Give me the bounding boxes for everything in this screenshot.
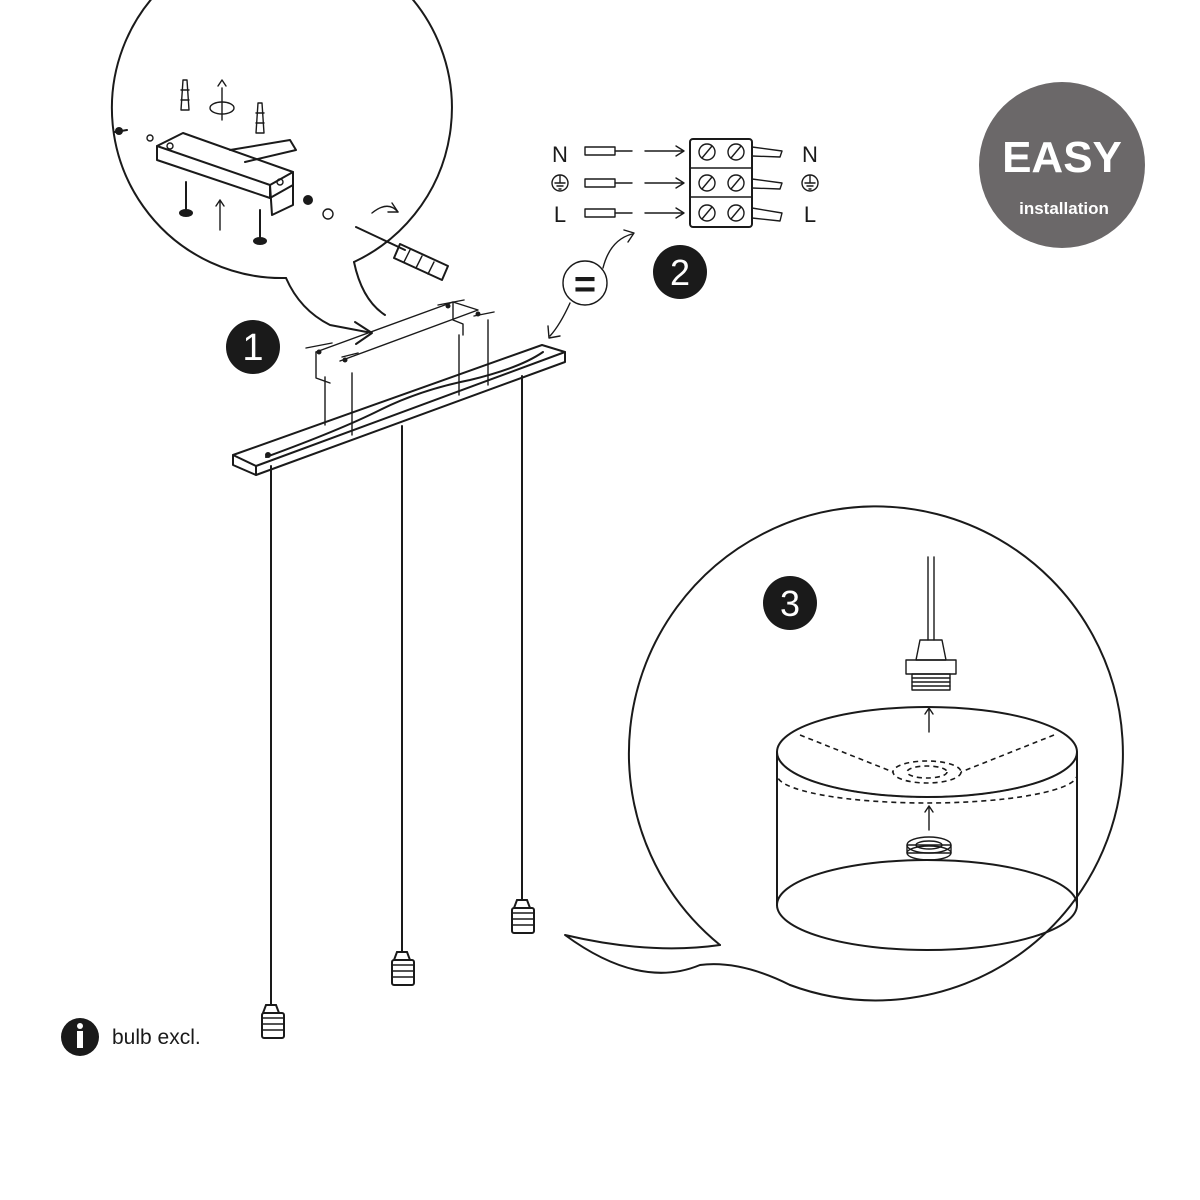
step3-label: 3	[780, 583, 800, 624]
step1-detail-bubble	[110, 0, 453, 345]
pendant-cord-right	[511, 375, 535, 934]
rotate-icon	[209, 79, 235, 121]
badge-subtitle: installation	[1019, 199, 1109, 218]
equals-symbol: =	[574, 264, 596, 306]
equals-icon: =	[562, 260, 608, 306]
canopy-bracket	[305, 299, 495, 436]
mounting-bracket	[156, 132, 297, 216]
terminal-neutral-label: N	[802, 142, 818, 167]
lamp-shade	[776, 706, 1078, 951]
step3-detail-bubble	[564, 505, 1124, 1002]
step1-number: 1	[226, 320, 280, 374]
pendant-cord-left	[261, 465, 285, 1039]
badge-title: EASY	[1002, 133, 1122, 182]
easy-installation-badge: EASY installation	[979, 82, 1145, 248]
pendant-cord-middle	[391, 425, 415, 986]
screwdriver-icon	[355, 202, 449, 281]
step1-label: 1	[242, 327, 263, 369]
earth-icon	[551, 174, 569, 192]
step2-number: 2	[653, 245, 707, 299]
terminal-live-label: L	[804, 202, 816, 227]
earth-icon	[801, 174, 819, 192]
curved-arrow-down	[547, 302, 571, 339]
ring-nut	[906, 836, 952, 861]
wall-plug-icon	[180, 79, 265, 134]
step3-number: 3	[763, 576, 817, 630]
wire-arrow-row	[584, 145, 685, 219]
terminal-block	[689, 138, 783, 228]
ceiling-canopy	[232, 344, 566, 476]
note-text: bulb excl.	[112, 1026, 201, 1049]
lamp-holder	[905, 639, 957, 691]
screw-icon	[179, 181, 267, 245]
info-icon	[61, 1018, 99, 1056]
info-note: bulb excl.	[61, 1018, 201, 1056]
wire-neutral-label: N	[552, 142, 568, 167]
curved-arrow-up	[602, 229, 635, 269]
step2-label: 2	[670, 252, 690, 293]
wiring-diagram: N L N L	[547, 138, 819, 339]
wire-live-label: L	[554, 202, 566, 227]
